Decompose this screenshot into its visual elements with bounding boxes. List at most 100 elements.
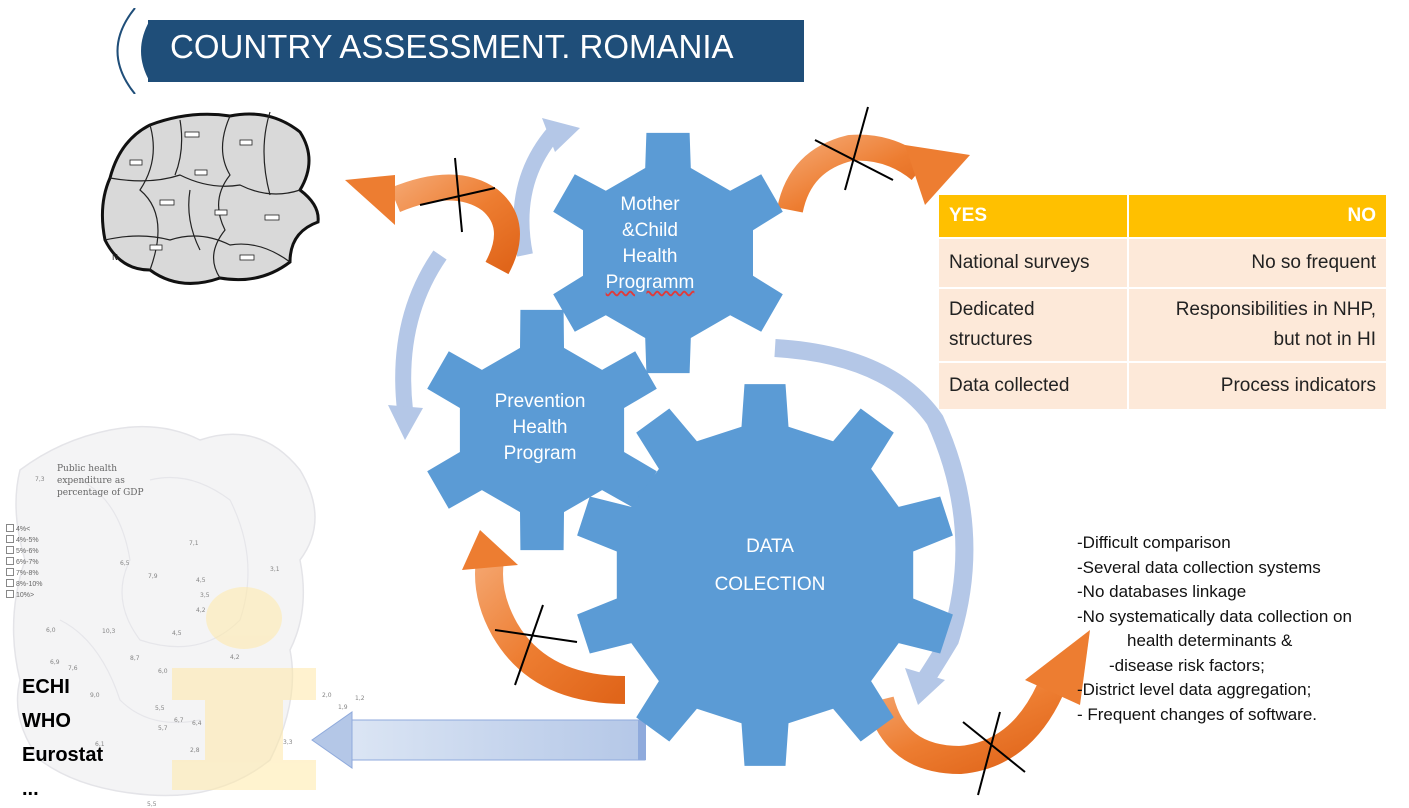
cell-line: Responsibilities in NHP, (1175, 299, 1376, 320)
map-value: 9,0 (90, 692, 100, 699)
map-value: 4,5 (172, 630, 182, 637)
map-value: 5,5 (155, 705, 165, 712)
map-value: 6,5 (120, 560, 130, 567)
issue-item: -Difficult comparison (1077, 533, 1231, 552)
map-value: 1,2 (355, 695, 365, 702)
yes-no-table: YES NO National surveys No so frequent D… (939, 195, 1386, 409)
mother-child-gear-label: Mother &Child Health Programm (590, 192, 710, 296)
cross-mark-icon (962, 721, 1026, 773)
yes-cell: Data collected (939, 361, 1129, 409)
legend-item: 8%-10% (6, 579, 42, 590)
page-title: COUNTRY ASSESSMENT. ROMANIA (170, 28, 734, 65)
map-value: 6,1 (95, 741, 105, 748)
no-cell: Responsibilities in NHP, but not in HI (1128, 287, 1386, 362)
source-item: Eurostat (22, 744, 104, 766)
mother-child-gear (553, 132, 783, 374)
orange-arrows (345, 134, 1090, 775)
map-value: 5,5 (147, 801, 157, 808)
map-value: 10,3 (102, 628, 116, 635)
cross-mark-icon (454, 157, 463, 233)
info-watermark-icon (172, 587, 316, 790)
map-value: 6,0 (46, 627, 56, 634)
map-value: 6,9 (50, 659, 60, 666)
romania-map: N (100, 111, 320, 285)
gear-label-line: Health (512, 417, 568, 438)
title-banner-curve (80, 8, 170, 94)
cross-marks (419, 106, 1026, 796)
arrow-head-icon (905, 668, 945, 705)
source-item: ... (22, 778, 39, 800)
cell-line: Dedicated (949, 299, 1035, 320)
yes-cell: Dedicated structures (939, 287, 1129, 362)
gear-label-line: Mother (620, 194, 680, 215)
map-value: 1,9 (338, 704, 348, 711)
legend-item: 6%-7% (6, 557, 42, 568)
issues-list: -Difficult comparison -Several data coll… (1077, 531, 1352, 727)
no-cell: No so frequent (1128, 237, 1386, 288)
north-marker: N (112, 253, 118, 262)
legend-item: 4%< (6, 524, 42, 535)
legend-item: 7%-8% (6, 568, 42, 579)
yes-cell: National surveys (939, 237, 1129, 288)
map-value: 2,8 (190, 747, 200, 754)
map-values: 7,3 7,1 3,1 7,9 4,5 3,5 4,2 6,0 10,3 4,5… (35, 476, 365, 808)
issue-item: - Frequent changes of software. (1077, 704, 1318, 724)
cell-line: structures (949, 329, 1033, 350)
gear-label-line: Health (622, 246, 678, 267)
sources-arrow (311, 711, 646, 769)
no-cell: Process indicators (1128, 361, 1386, 409)
no-header: NO (1128, 195, 1386, 238)
table-row: National surveys No so frequent (939, 237, 1386, 288)
prevention-gear (427, 309, 657, 551)
map-legend: 4%< 4%-5% 5%-6% 6%-7% 7%-8% 8%-10% 10%> (6, 524, 42, 601)
legend-item: 4%-5% (6, 535, 42, 546)
title-banner (148, 20, 804, 82)
gear-label-line: &Child (622, 220, 678, 241)
arrow-head-icon (462, 530, 518, 570)
issue-item: -Several data collection systems (1077, 557, 1321, 577)
map-value: 7,3 (35, 476, 45, 483)
map-value: 5,7 (158, 725, 168, 732)
cross-mark-icon (514, 604, 544, 686)
map-value: 8,7 (130, 655, 140, 662)
table-row: Data collected Process indicators (939, 361, 1386, 409)
legend-item: 10%> (6, 590, 42, 601)
map-value: 7,6 (68, 665, 78, 672)
cell-line: but not in HI (1273, 329, 1376, 350)
map-value: 6,4 (192, 720, 202, 727)
arrow-head-icon (1025, 630, 1090, 705)
issue-item: -No databases linkage (1077, 582, 1247, 601)
map-value: 7,9 (148, 573, 158, 580)
issue-item: health determinants & (1127, 631, 1293, 650)
source-item: WHO (22, 710, 71, 732)
legend-item: 5%-6% (6, 546, 42, 557)
light-cycle-arrows (388, 118, 974, 705)
gear-label-line: Prevention (494, 391, 586, 412)
gear-label-line: Program (503, 443, 577, 464)
map-value: 6,0 (158, 668, 168, 675)
gear-label-line: DATA (746, 536, 794, 557)
sources-list: ECHI WHO Eurostat ... (22, 670, 103, 806)
prevention-gear-label: Prevention Health Program (470, 389, 610, 467)
data-collection-gear-label: DATA COLECTION (695, 528, 845, 604)
arrow-head-icon (388, 405, 423, 440)
data-collection-gear (577, 384, 953, 766)
arrow-head-icon (542, 118, 580, 152)
map-value: 3,3 (283, 739, 293, 746)
yes-header: YES (939, 195, 1129, 238)
source-item: ECHI (22, 676, 70, 698)
gears (427, 132, 953, 766)
arrow-head-icon (905, 145, 970, 205)
map-value: 3,1 (270, 566, 280, 573)
map-value: 2,0 (322, 692, 332, 699)
map-value: 4,2 (230, 654, 240, 661)
map-value: 6,7 (174, 717, 184, 724)
issue-item: -disease risk factors; (1109, 655, 1265, 675)
arrow-head-icon (345, 175, 395, 225)
issue-item: -No systematically data collection on (1077, 606, 1352, 626)
issue-item: -District level data aggregation; (1077, 680, 1312, 699)
map-value: 4,2 (196, 607, 206, 614)
map-legend-title: Public health expenditure as percentage … (57, 464, 144, 498)
table-row: Dedicated structures Responsibilities in… (939, 287, 1386, 362)
